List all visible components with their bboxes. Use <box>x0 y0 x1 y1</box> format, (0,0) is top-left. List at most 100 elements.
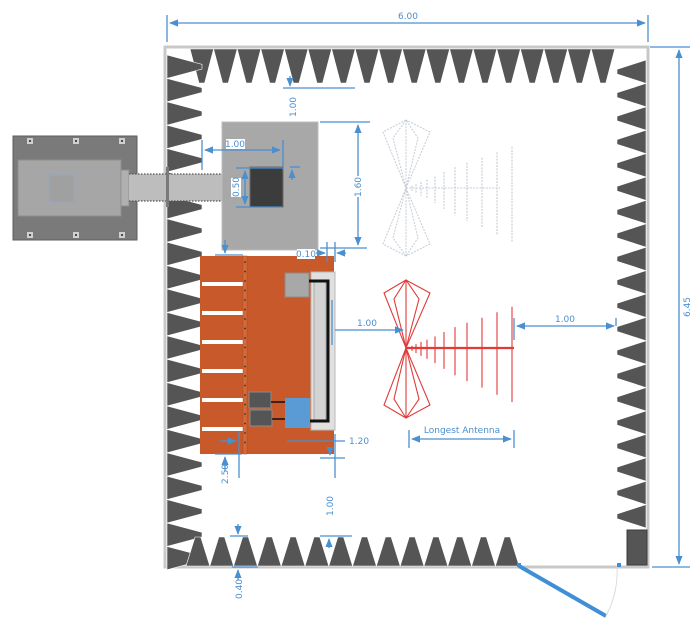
eut-box <box>249 166 284 208</box>
absorber-cone <box>166 452 203 477</box>
absorber-cone <box>166 124 203 149</box>
floor-bolt <box>244 337 246 339</box>
absorber-cone <box>616 316 647 342</box>
absorber-cone <box>543 48 568 84</box>
absorber-cone <box>471 536 496 567</box>
dim-chamber-width: 6.00 <box>398 12 418 22</box>
floor-bolt <box>244 280 246 282</box>
absorber-cone <box>166 78 203 103</box>
absorber-cone <box>616 270 647 295</box>
absorber-cone <box>213 48 238 84</box>
floor-bolt <box>244 365 246 368</box>
absorber-cone <box>423 536 449 567</box>
floor-bolt <box>244 318 246 320</box>
floor-gap <box>202 340 244 344</box>
absorber-cone <box>378 48 403 84</box>
absorber-cone <box>616 129 647 155</box>
antenna-ghost <box>382 119 513 257</box>
absorber-cone <box>616 410 647 435</box>
absorber-column-right <box>616 59 647 529</box>
floor-gap <box>202 427 244 431</box>
floor-bolt <box>244 261 246 263</box>
dim-floor-to-wall: 1.00 <box>326 496 336 516</box>
absorber-cone <box>425 48 450 84</box>
absorber-cone <box>616 199 647 225</box>
absorber-cone <box>616 433 647 459</box>
absorber-row-top <box>189 48 616 84</box>
dark-module-2 <box>249 409 273 427</box>
absorber-cone <box>616 504 647 529</box>
floor-bolt <box>244 289 246 292</box>
absorber-cone <box>260 48 285 84</box>
dim-floor-absorber-length: 2.50 <box>221 464 231 484</box>
absorber-cone <box>616 176 647 201</box>
absorber-cone <box>375 536 401 567</box>
absorber-cone <box>590 48 616 84</box>
absorber-row-bottom <box>185 536 520 567</box>
bolt-dot <box>121 140 123 142</box>
dim-port-height: 0.50 <box>232 177 242 197</box>
chamber-door <box>517 563 621 618</box>
outside-equipment <box>12 135 138 241</box>
absorber-cone <box>449 48 474 84</box>
floor-bolt <box>244 384 246 387</box>
bolt-dot <box>29 140 31 142</box>
floor-bolt <box>244 422 246 425</box>
dark-module-1 <box>248 391 272 409</box>
dim-wall-to-table-side: 1.00 <box>225 140 245 150</box>
absorber-cone <box>616 387 647 412</box>
absorber-cone <box>166 499 203 524</box>
floor-absorber-area <box>200 255 336 455</box>
eut-block <box>285 398 310 428</box>
absorber-cone <box>616 293 647 318</box>
dim-table-depth: 1.60 <box>354 177 364 197</box>
floor-gap <box>202 398 244 402</box>
floor-bolt <box>244 413 246 415</box>
mounting-bolts <box>27 138 125 238</box>
floor-bolt <box>244 270 246 273</box>
absorber-cone <box>354 48 380 84</box>
absorber-cone <box>233 536 258 567</box>
corner-absorber-block <box>626 529 648 566</box>
antenna-active <box>383 278 514 420</box>
dimension-labels: 6.00 6.45 1.00 1.00 0.50 1.60 0.10 1.00 … <box>221 12 693 599</box>
dim-floor-absorber-width: 1.20 <box>349 437 369 447</box>
floor-bolt <box>244 356 246 358</box>
absorber-cone <box>616 153 647 178</box>
absorber-cone <box>166 54 203 79</box>
gray-module <box>284 272 310 298</box>
dim-absorber-depth: 0.40 <box>235 579 245 599</box>
absorber-cone <box>256 536 282 567</box>
absorber-cone <box>304 536 330 567</box>
floor-bolt <box>244 432 246 434</box>
floor-bolt <box>244 394 246 396</box>
floor-bolt <box>244 403 246 406</box>
dimensions <box>166 15 690 580</box>
floor-bolt <box>244 327 246 330</box>
absorber-cone <box>352 536 377 567</box>
absorber-cone <box>616 363 647 389</box>
bolt-dot <box>75 140 77 142</box>
absorber-cone <box>616 340 647 365</box>
dim-gap-table-floor: 0.10 <box>296 250 316 260</box>
dim-antenna-to-wall: 1.00 <box>555 315 575 325</box>
absorber-cone <box>284 48 309 84</box>
absorber-cone <box>402 48 427 84</box>
floor-gap <box>202 282 244 286</box>
absorber-cone <box>520 48 545 84</box>
bolt-dot <box>121 234 123 236</box>
dim-antenna-distance: 1.00 <box>357 319 377 329</box>
absorber-cone <box>236 48 262 84</box>
absorber-cone <box>494 536 520 567</box>
absorber-cone <box>166 475 203 500</box>
bolt-dot <box>75 234 77 236</box>
absorber-cone <box>567 48 592 84</box>
absorber-cone <box>328 536 354 567</box>
absorber-cone <box>616 246 647 272</box>
dim-chamber-length: 6.45 <box>683 297 693 317</box>
floor-gap <box>202 369 244 373</box>
absorber-cone <box>616 59 647 84</box>
dim-wall-to-table-top: 1.00 <box>289 97 299 117</box>
absorber-cone <box>209 536 235 567</box>
absorber-cone <box>616 480 647 506</box>
